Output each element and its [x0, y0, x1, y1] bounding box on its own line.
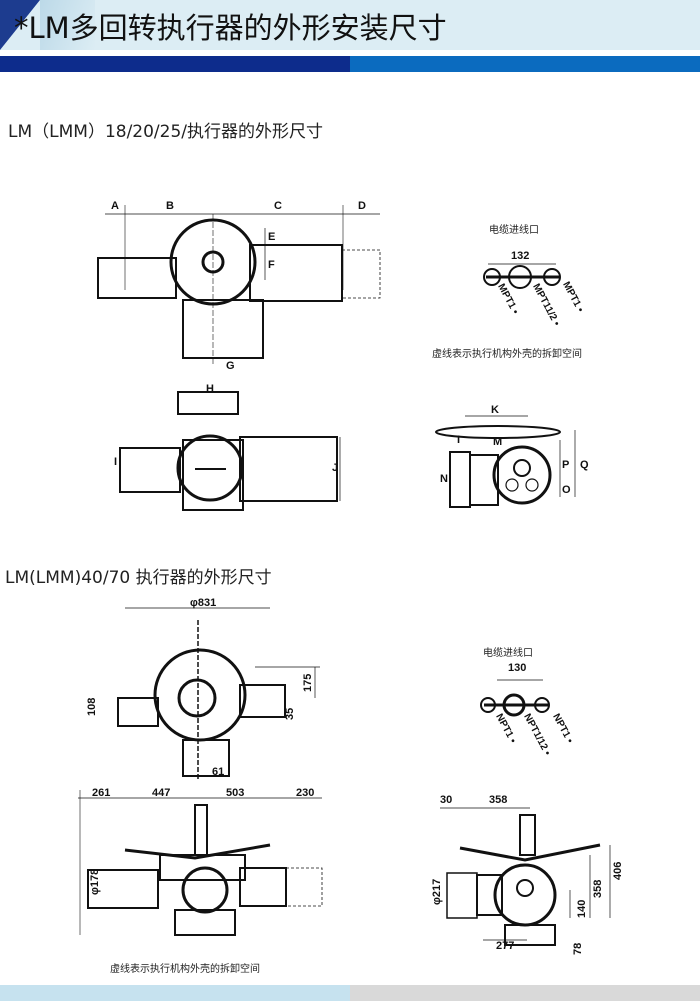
- header-banner: *LM多回转执行器的外形安装尺寸: [0, 0, 700, 50]
- dim-label-q: Q: [580, 459, 589, 471]
- dim-30: 30: [440, 794, 453, 806]
- footer-bar-left: [0, 985, 350, 1001]
- section2-title: LM(LMM)40/70 执行器的外形尺寸: [5, 568, 272, 588]
- dim-label-i-side: I: [457, 434, 461, 446]
- dashed-line-note-2: 虚线表示执行机构外壳的拆卸空间: [110, 964, 260, 975]
- dim-label-e: E: [268, 231, 276, 243]
- dim-diameter-217: φ217: [431, 878, 443, 905]
- footer-bar-right: [350, 985, 700, 1001]
- dim-230: 230: [296, 787, 315, 799]
- dim-label-a: A: [111, 200, 119, 212]
- dim-108: 108: [86, 697, 98, 716]
- dim-35: 35: [284, 707, 296, 720]
- lm40-elevation-view: [78, 790, 323, 936]
- lm18-cable-entry-drawing: [483, 263, 561, 289]
- dim-277: 277: [496, 940, 515, 952]
- dim-label-j: J: [332, 462, 339, 474]
- dashed-line-note: 虚线表示执行机构外壳的拆卸空间: [432, 349, 582, 360]
- banner-accent: [40, 0, 95, 50]
- lm40-cable-entry-drawing: [480, 679, 550, 717]
- dim-diameter-831: φ831: [190, 597, 217, 609]
- cable-spacing-2: 130: [508, 662, 527, 674]
- dim-label-o: O: [562, 484, 571, 496]
- dim-406: 406: [612, 861, 624, 880]
- dim-447: 447: [152, 787, 171, 799]
- dim-label-g: G: [226, 360, 235, 372]
- dim-503: 503: [226, 787, 245, 799]
- dim-label-p: P: [562, 459, 570, 471]
- dim-diameter-178: φ178: [89, 868, 101, 895]
- lm18-side-view: [435, 415, 576, 508]
- dim-label-f: F: [268, 259, 275, 271]
- dim-label-i: I: [114, 456, 118, 468]
- dim-label-d: D: [358, 200, 366, 212]
- cable-entry-title: 电缆进线口: [489, 225, 539, 236]
- dim-358-side: 358: [592, 879, 604, 898]
- dim-78: 78: [572, 942, 584, 955]
- dim-label-m: M: [493, 436, 503, 448]
- header-bar-dark: [0, 56, 350, 72]
- cable-spacing: 132: [511, 250, 530, 262]
- cable-entry-title-2: 电缆进线口: [483, 648, 533, 659]
- banner-triangle: [0, 0, 40, 50]
- dim-140: 140: [576, 899, 588, 918]
- section1-title: LM（LMM）18/20/25/执行器的外形尺寸: [8, 122, 324, 142]
- dim-label-k: K: [491, 404, 499, 416]
- dim-label-c: C: [274, 200, 282, 212]
- lm40-side-view: [440, 807, 611, 946]
- header-bar-light: [350, 56, 700, 72]
- dim-label-n: N: [440, 473, 448, 485]
- lm40-front-view: [117, 607, 320, 780]
- page-title: *LM多回转执行器的外形安装尺寸: [14, 11, 447, 45]
- dim-261: 261: [92, 787, 111, 799]
- lm18-front-view: [97, 205, 381, 365]
- dim-358-top: 358: [489, 794, 508, 806]
- lm18-top-view: [119, 391, 341, 511]
- dim-175: 175: [302, 673, 314, 692]
- dim-label-b: B: [166, 200, 174, 212]
- dim-61: 61: [212, 766, 225, 778]
- dim-label-h: H: [206, 383, 214, 395]
